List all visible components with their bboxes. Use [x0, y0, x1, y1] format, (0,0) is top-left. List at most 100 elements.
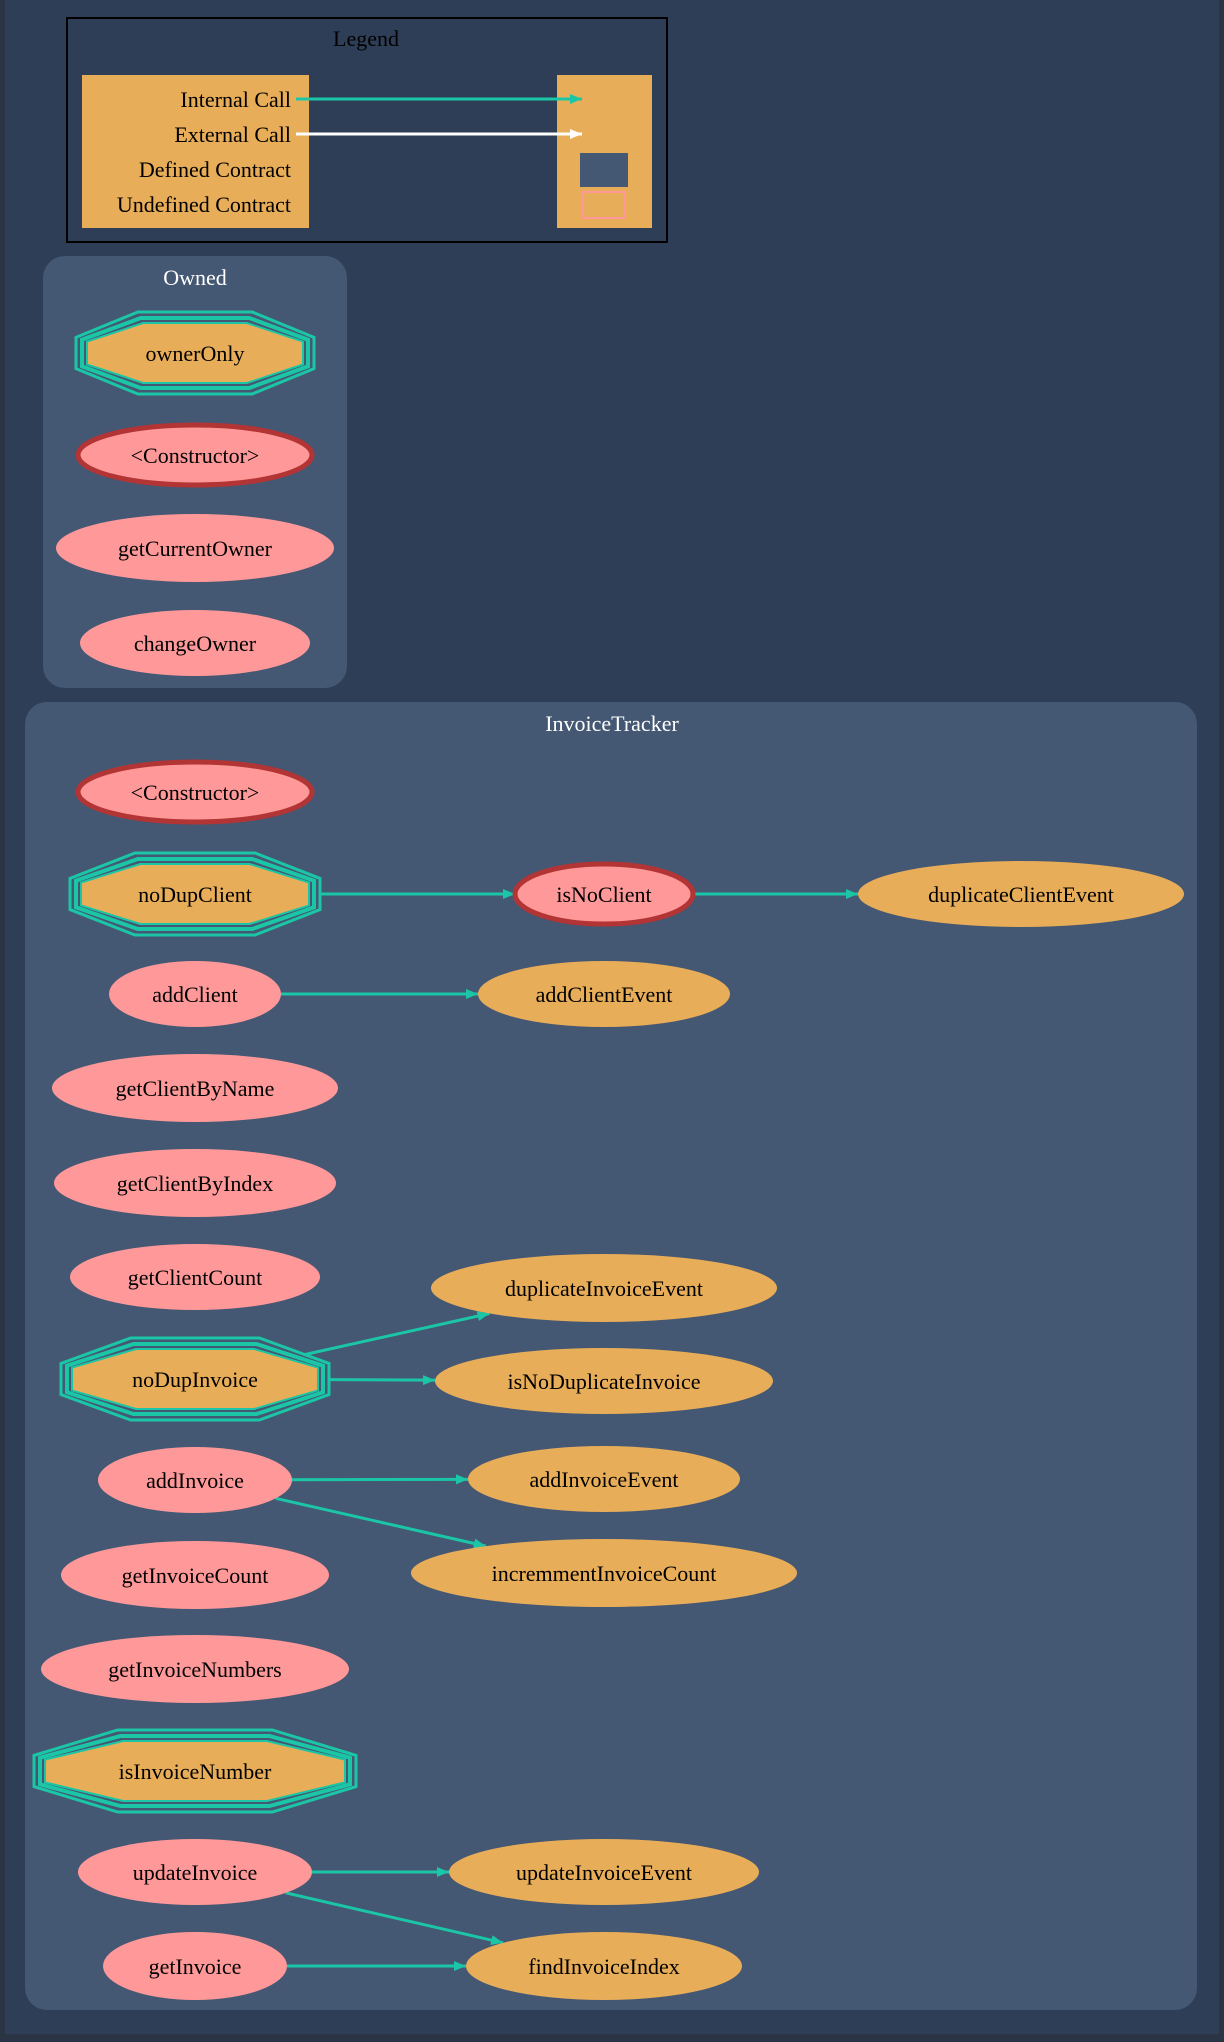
invoice-node-update-invoice-event: updateInvoiceEvent	[449, 1839, 759, 1905]
invoice-node-is-invoice-number-shape	[44, 1740, 346, 1802]
invoice-node-is-no-duplicate-invoice: isNoDuplicateInvoice	[435, 1348, 773, 1414]
invoice-node-find-invoice-index: findInvoiceIndex	[466, 1932, 742, 2000]
invoice-node-add-client: addClient	[109, 961, 281, 1027]
invoice-node-is-invoice-number-outer-border	[32, 1728, 358, 1814]
owned-node-change-owner: changeOwner	[80, 610, 310, 676]
invoice-node-get-client-by-name: getClientByName	[52, 1054, 338, 1122]
invoice-node-update-invoice: updateInvoice	[78, 1839, 312, 1905]
invoice-node-duplicate-invoice-event: duplicateInvoiceEvent	[431, 1254, 777, 1322]
invoice-node-get-client-by-index: getClientByIndex	[54, 1149, 336, 1217]
nodes: ownerOnly <Constructor> getCurrentOwner cha…	[32, 310, 1184, 2000]
invoice-node-no-dup-client-label: noDupClient	[138, 882, 252, 907]
legend-label-box	[82, 75, 309, 228]
invoice-node-no-dup-invoice-shape	[71, 1348, 319, 1410]
invoice-node-add-invoice-label: addInvoice	[146, 1468, 244, 1493]
legend-title: Legend	[333, 26, 399, 51]
legend-external-call-label: External Call	[174, 122, 291, 147]
invoice-node-no-dup-client-inner-border	[74, 857, 316, 931]
invoice-node-add-client-event-label: addClientEvent	[536, 982, 673, 1007]
invoice-node-incremment-invoice-count: incremmentInvoiceCount	[411, 1539, 797, 1607]
invoice-node-duplicate-client-event-label: duplicateClientEvent	[928, 882, 1114, 907]
invoice-node-get-invoice-numbers-label: getInvoiceNumbers	[108, 1657, 282, 1682]
owned-node-owner-only-label: ownerOnly	[146, 341, 245, 366]
invoice-node-get-invoice-label: getInvoice	[149, 1954, 242, 1979]
invoice-node-no-dup-invoice: noDupInvoice	[59, 1336, 331, 1422]
invoice-node-get-invoice: getInvoice	[103, 1932, 287, 2000]
legend-internal-call-label: Internal Call	[180, 87, 291, 112]
invoice-node-constructor-label: <Constructor>	[131, 780, 260, 805]
invoice-node-is-no-client-shape	[512, 861, 696, 927]
owned-node-constructor: <Constructor>	[75, 422, 315, 488]
owned-node-get-current-owner: getCurrentOwner	[56, 514, 334, 582]
owned-node-owner-only-inner-border	[80, 316, 310, 390]
invoice-node-add-invoice: addInvoice	[98, 1447, 292, 1513]
legend-border	[66, 17, 668, 243]
owned-node-change-owner-shape	[80, 610, 310, 676]
invoice-node-is-no-duplicate-invoice-shape	[435, 1348, 773, 1414]
legend-undefined-contract-label: Undefined Contract	[117, 192, 291, 217]
invoice-node-update-invoice-event-label: updateInvoiceEvent	[516, 1860, 692, 1885]
invoice-node-incremment-invoice-count-shape	[411, 1539, 797, 1607]
invoice-node-get-client-by-index-shape	[54, 1149, 336, 1217]
invoice-node-find-invoice-index-shape	[466, 1932, 742, 2000]
invoice-node-update-invoice-event-shape	[449, 1839, 759, 1905]
invoice-node-update-invoice-shape	[78, 1839, 312, 1905]
invoice-node-add-invoice-event-shape	[468, 1446, 740, 1512]
edges	[275, 889, 858, 1971]
legend-defined-contract-swatch	[580, 153, 628, 187]
invoice-node-get-client-by-name-shape	[52, 1054, 338, 1122]
invoice-node-duplicate-invoice-event-label: duplicateInvoiceEvent	[505, 1276, 703, 1301]
invoice-node-no-dup-invoice-label: noDupInvoice	[132, 1367, 258, 1392]
invoice-node-is-no-client: isNoClient	[512, 861, 696, 927]
owned-node-change-owner-label: changeOwner	[134, 631, 257, 656]
invoice-node-get-client-count: getClientCount	[70, 1244, 320, 1310]
invoice-node-is-invoice-number-inner-border	[38, 1734, 352, 1808]
legend-defined-contract-label: Defined Contract	[139, 157, 291, 182]
owned-node-get-current-owner-shape	[56, 514, 334, 582]
invoice-node-add-invoice-event: addInvoiceEvent	[468, 1446, 740, 1512]
invoice-node-no-dup-client-shape	[80, 863, 310, 925]
invoice-node-incremment-invoice-count-label: incremmentInvoiceCount	[492, 1561, 717, 1586]
invoice-node-get-invoice-count-label: getInvoiceCount	[122, 1563, 269, 1588]
invoice-node-is-invoice-number-label: isInvoiceNumber	[119, 1759, 272, 1784]
invoice-node-add-invoice-event-label: addInvoiceEvent	[529, 1467, 678, 1492]
invoice-node-constructor: <Constructor>	[75, 759, 315, 825]
invoice-node-find-invoice-index-label: findInvoiceIndex	[528, 1954, 680, 1979]
invoice-node-add-client-event-shape	[478, 961, 730, 1027]
edge-no-dup-invoice-to-is-no-duplicate-invoice	[328, 1375, 436, 1386]
invoice-node-add-client-shape	[109, 961, 281, 1027]
invoice-node-get-client-by-index-label: getClientByIndex	[117, 1171, 273, 1196]
invoice-node-get-invoice-count: getInvoiceCount	[61, 1541, 329, 1609]
invoice-node-is-invoice-number: isInvoiceNumber	[32, 1728, 358, 1814]
invoice-node-get-client-count-label: getClientCount	[128, 1265, 262, 1290]
invoice-node-add-client-label: addClient	[152, 982, 238, 1007]
invoice-node-duplicate-client-event-shape	[858, 861, 1184, 927]
invoice-node-no-dup-client: noDupClient	[68, 851, 322, 937]
edge-no-dup-invoice-to-duplicate-invoice-event	[303, 1311, 490, 1357]
invoice-node-is-no-duplicate-invoice-label: isNoDuplicateInvoice	[507, 1369, 700, 1394]
legend: Legend Internal Call External Call Defin…	[66, 17, 668, 243]
edge-update-invoice-to-find-invoice-index	[285, 1891, 504, 1945]
owned-node-owner-only-outer-border	[74, 310, 316, 396]
edge-add-invoice-to-incremment-invoice-count	[275, 1496, 487, 1549]
invoice-node-add-client-event: addClientEvent	[478, 961, 730, 1027]
invoice-node-no-dup-client-outer-border	[68, 851, 322, 937]
legend-undefined-contract-swatch	[582, 191, 626, 219]
invoice-node-get-invoice-shape	[103, 1932, 287, 2000]
invoice-node-constructor-shape	[75, 759, 315, 825]
invoice-node-get-invoice-count-shape	[61, 1541, 329, 1609]
invoice-node-get-client-by-name-label: getClientByName	[116, 1076, 275, 1101]
invoice-node-no-dup-invoice-outer-border	[59, 1336, 331, 1422]
owned-node-constructor-shape	[75, 422, 315, 488]
owned-node-owner-only: ownerOnly	[74, 310, 316, 396]
invoice-node-update-invoice-label: updateInvoice	[133, 1860, 258, 1885]
owned-node-get-current-owner-label: getCurrentOwner	[118, 536, 273, 561]
invoice-node-get-client-count-shape	[70, 1244, 320, 1310]
invoice-node-no-dup-invoice-inner-border	[65, 1342, 325, 1416]
cluster-owned-title: Owned	[163, 265, 227, 290]
invoice-node-add-invoice-shape	[98, 1447, 292, 1513]
invoice-node-get-invoice-numbers: getInvoiceNumbers	[41, 1635, 349, 1703]
invoice-node-is-no-client-label: isNoClient	[556, 882, 651, 907]
invoice-node-duplicate-invoice-event-shape	[431, 1254, 777, 1322]
